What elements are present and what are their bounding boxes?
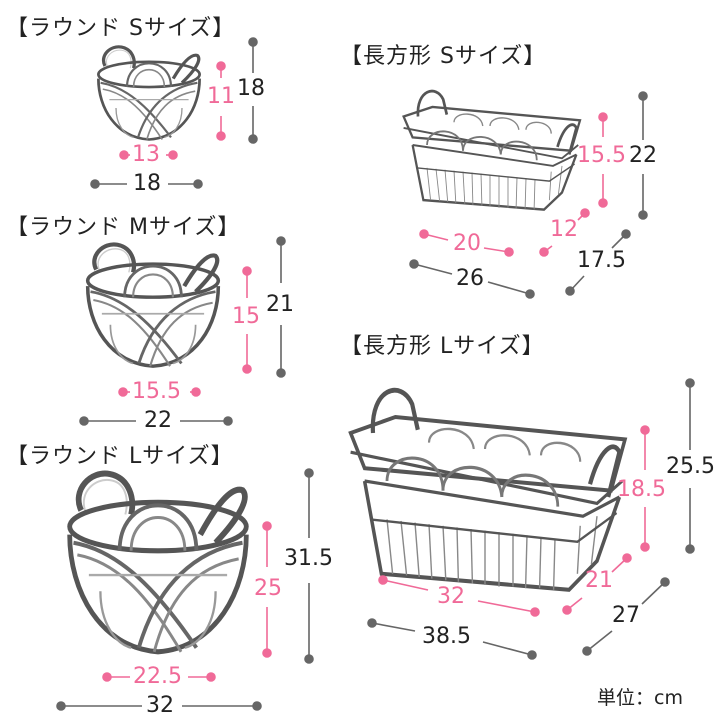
rect-s-title: 【長方形 Sサイズ】 (340, 44, 547, 69)
rect-s-inner-height: 15.5 (577, 143, 626, 168)
round-m-title: 【ラウンド Mサイズ】 (6, 215, 241, 240)
round-m-inner-width: 15.5 (132, 379, 181, 404)
round-m-outer-width: 22 (144, 408, 172, 433)
rect-s-outer-height: 22 (629, 143, 657, 168)
round-l-inner-width: 22.5 (133, 664, 182, 689)
rect-l-outer-depth: 27 (612, 603, 640, 628)
rect-s-outer-width: 26 (456, 266, 484, 291)
round-m-inner-height: 15 (232, 304, 260, 329)
round-l-outer-height: 31.5 (284, 546, 333, 571)
round-l-outer-width: 32 (146, 693, 174, 718)
rect-s-outer-depth: 17.5 (577, 248, 626, 273)
round-s-basket-illustration (96, 45, 202, 142)
round-s-inner-width: 13 (132, 142, 160, 167)
rect-l-inner-width: 32 (437, 584, 465, 609)
round-l-title: 【ラウンド Lサイズ】 (6, 444, 234, 469)
round-l-inner-height: 25 (254, 576, 282, 601)
rect-l-outer-height: 25.5 (666, 454, 715, 479)
round-s-outer-width: 18 (133, 171, 161, 196)
rect-l-inner-height: 18.5 (617, 477, 666, 502)
rect-l-title: 【長方形 Lサイズ】 (340, 334, 545, 359)
unit-label: 単位：cm (597, 687, 683, 709)
round-s-title: 【ラウンド Sサイズ】 (6, 16, 236, 41)
rect-l-basket-illustration (351, 390, 625, 590)
round-s-inner-height: 11 (207, 84, 235, 109)
rect-s-basket-illustration (402, 89, 582, 212)
round-m-basket-illustration (88, 244, 219, 366)
rect-s-inner-depth: 12 (550, 217, 578, 242)
round-l-basket-illustration (70, 474, 247, 652)
rect-l-inner-depth: 21 (585, 568, 613, 593)
round-m-outer-height: 21 (266, 292, 294, 317)
rect-s-inner-width: 20 (453, 231, 481, 256)
rect-l-outer-width: 38.5 (422, 624, 471, 649)
round-s-outer-height: 18 (237, 76, 265, 101)
